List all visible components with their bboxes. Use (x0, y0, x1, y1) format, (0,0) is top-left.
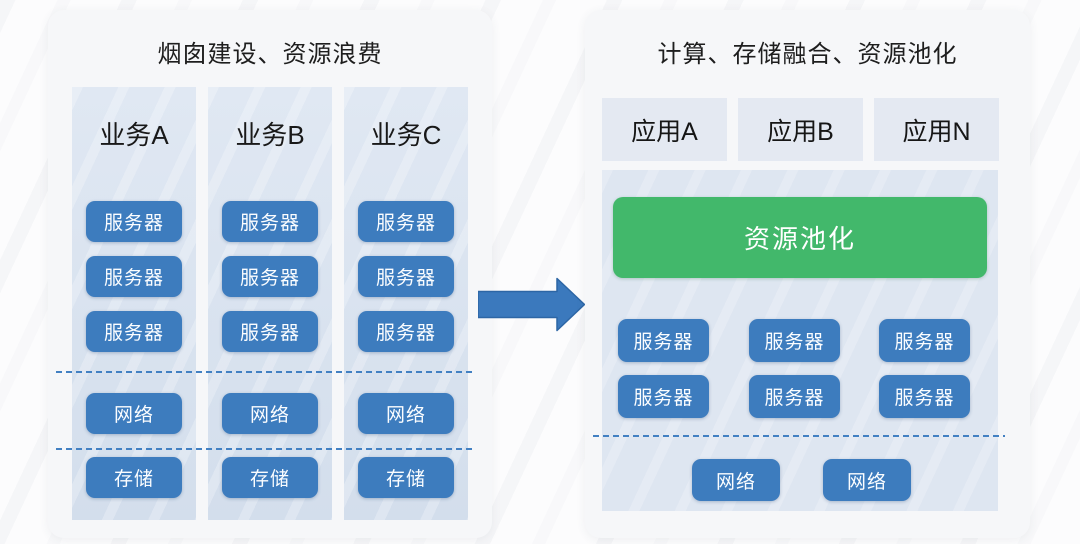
silo-column-b: 业务B 服务器 服务器 服务器 网络 存储 (208, 87, 332, 520)
server-box: 服务器 (222, 311, 318, 352)
pool-server-box: 服务器 (749, 319, 840, 362)
right-panel-title: 计算、存储融合、资源池化 (657, 41, 958, 68)
server-box: 服务器 (86, 201, 182, 242)
right-panel: 计算、存储融合、资源池化 应用A 应用B 应用N 资源池化 服务器 服务器 服务… (585, 10, 1030, 538)
divider-dashed-line (56, 371, 476, 373)
server-box: 服务器 (86, 311, 182, 352)
silo-title: 业务B (235, 120, 305, 150)
network-box: 网络 (222, 393, 318, 434)
server-box: 服务器 (358, 201, 454, 242)
pool-server-box: 服务器 (749, 375, 840, 418)
app-box: 应用N (874, 98, 999, 161)
app-box: 应用B (738, 98, 863, 161)
left-panel-title: 烟囱建设、资源浪费 (157, 41, 383, 68)
silo-column-a: 业务A 服务器 服务器 服务器 网络 存储 (72, 87, 196, 520)
server-box: 服务器 (222, 256, 318, 297)
storage-box: 存储 (86, 457, 182, 498)
silo-title: 业务C (370, 120, 442, 150)
app-box: 应用A (602, 98, 727, 161)
server-box: 服务器 (358, 256, 454, 297)
silo-column-c: 业务C 服务器 服务器 服务器 网络 存储 (344, 87, 468, 520)
apps-row: 应用A 应用B 应用N (602, 98, 999, 161)
resource-pool-box: 资源池化 (613, 197, 987, 278)
pool-server-box: 服务器 (618, 319, 709, 362)
silo-columns: 业务A 服务器 服务器 服务器 网络 存储 业务B 服务器 服务器 服务器 网络… (72, 87, 468, 520)
network-box: 网络 (358, 393, 454, 434)
pool-network-box: 网络 (823, 459, 911, 501)
server-box: 服务器 (86, 256, 182, 297)
resource-pool-container: 资源池化 服务器 服务器 服务器 服务器 服务器 服务器 网络 网络 (602, 170, 998, 511)
left-panel: 烟囱建设、资源浪费 业务A 服务器 服务器 服务器 网络 存储 业务B 服务器 … (48, 10, 492, 538)
pool-server-box: 服务器 (879, 375, 970, 418)
divider-dashed-line (56, 448, 476, 450)
pool-server-box: 服务器 (618, 375, 709, 418)
storage-box: 存储 (358, 457, 454, 498)
server-box: 服务器 (222, 201, 318, 242)
storage-box: 存储 (222, 457, 318, 498)
silo-title: 业务A (99, 120, 169, 150)
server-box: 服务器 (358, 311, 454, 352)
network-box: 网络 (86, 393, 182, 434)
pool-network-box: 网络 (692, 459, 780, 501)
divider-dashed-line (593, 435, 1005, 437)
transform-arrow-icon (477, 277, 586, 332)
pool-server-box: 服务器 (879, 319, 970, 362)
